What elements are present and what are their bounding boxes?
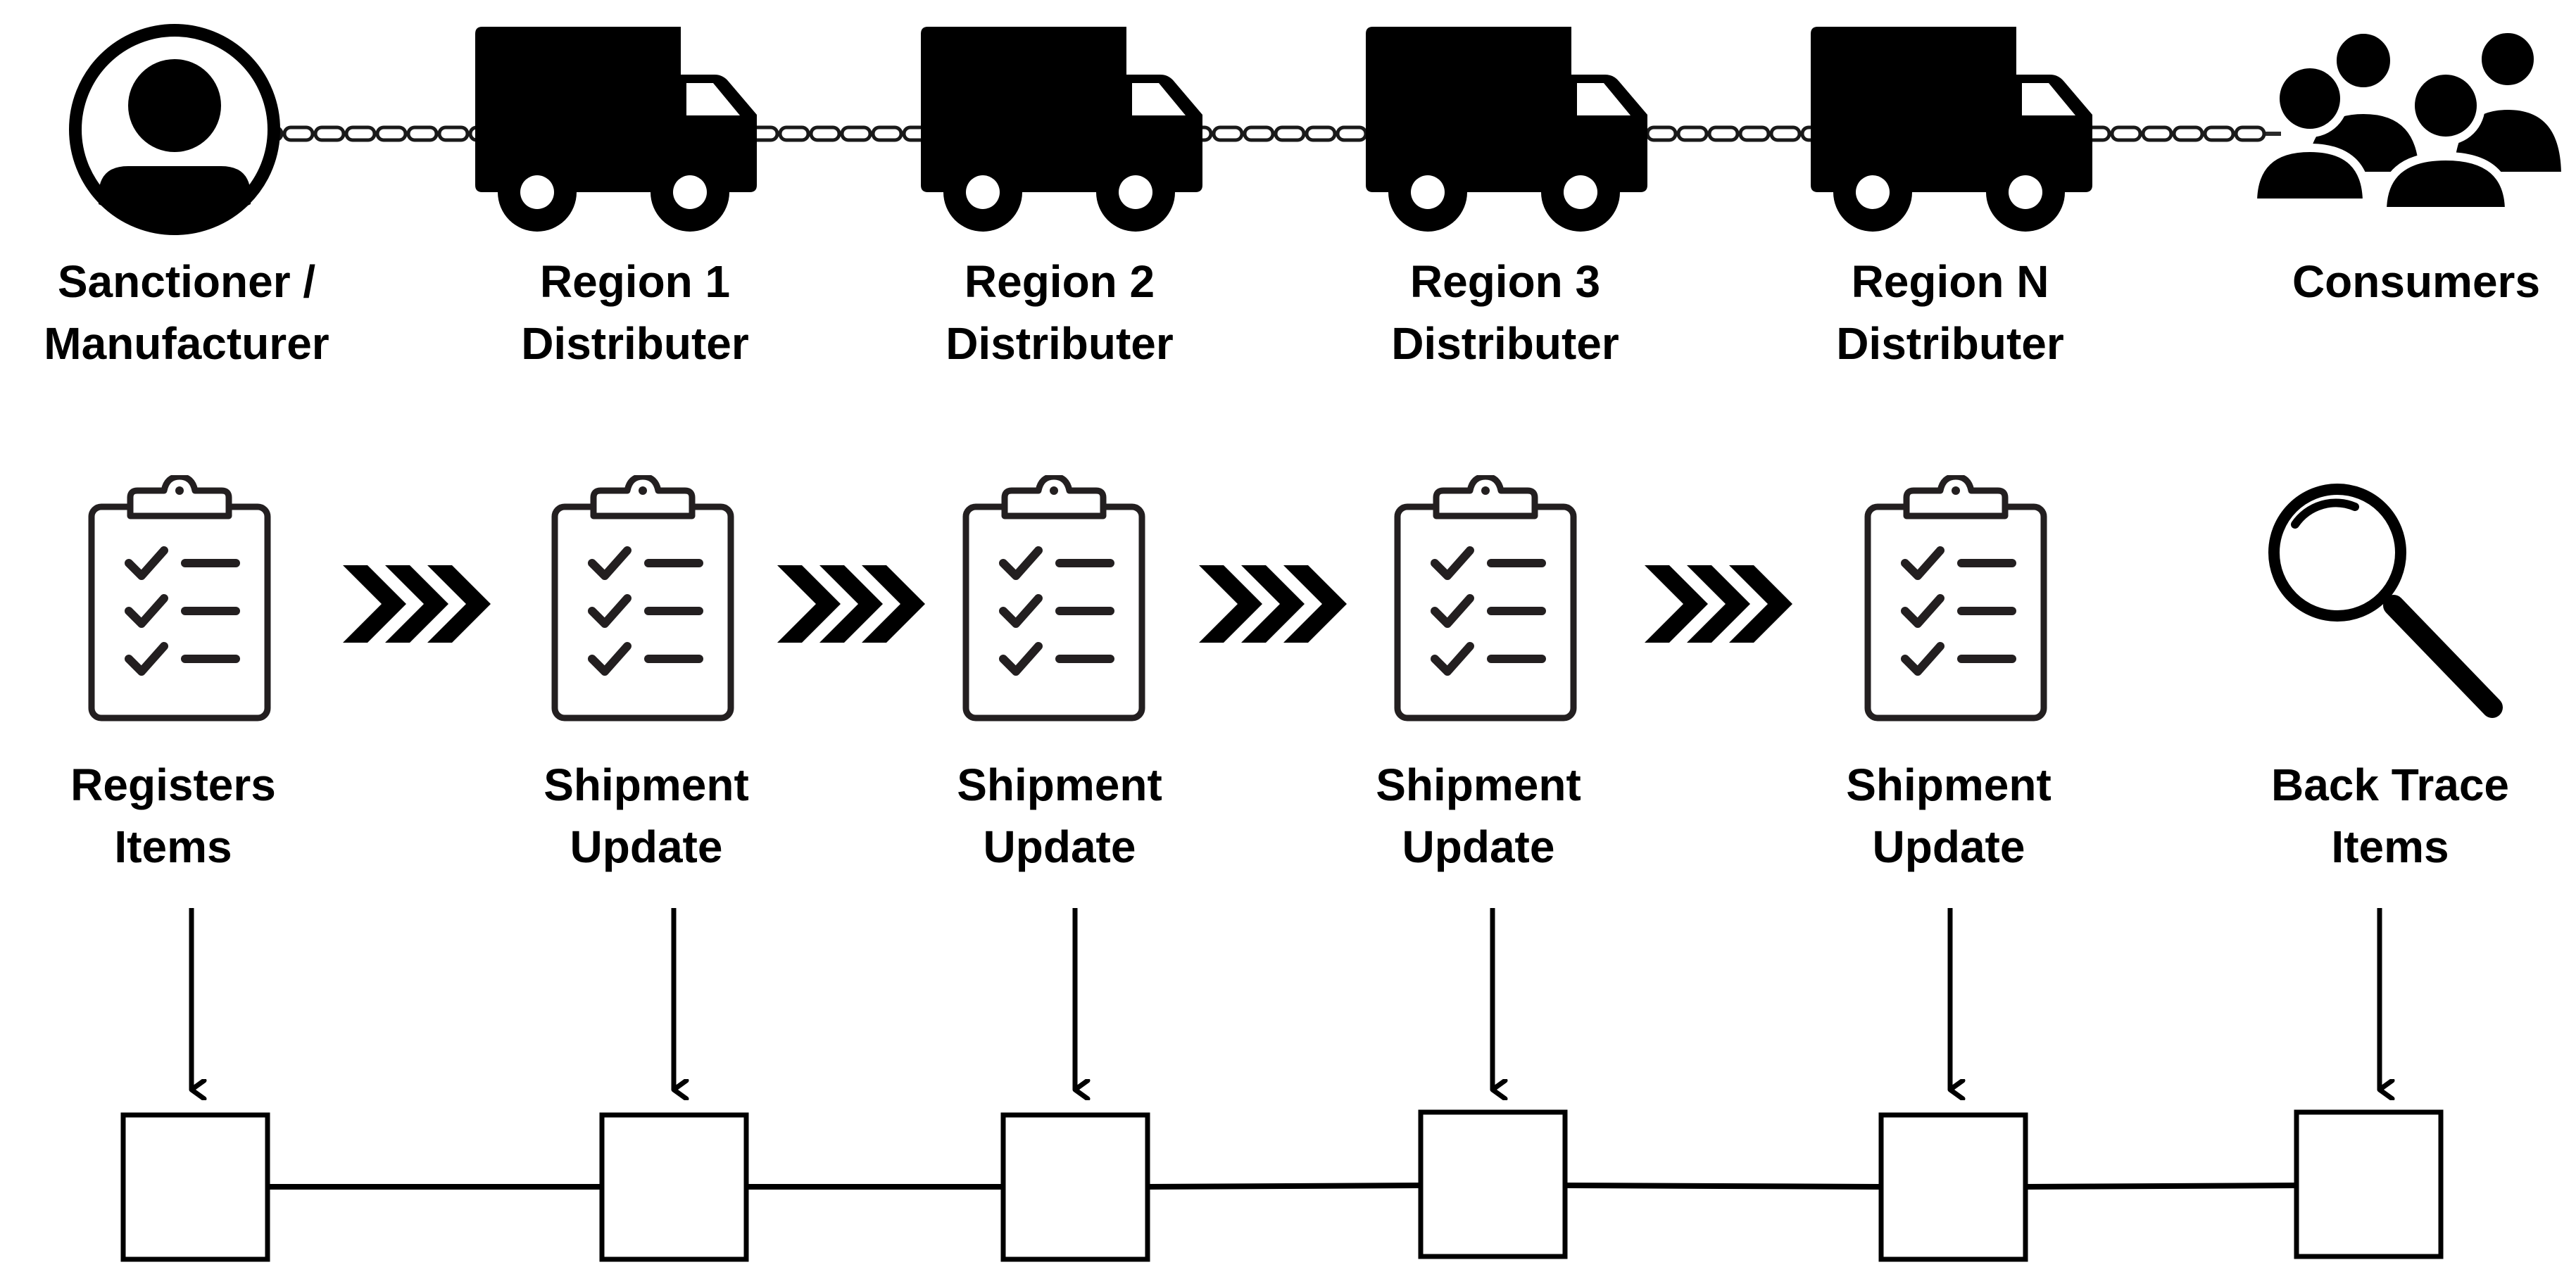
chain-link-segment xyxy=(1676,125,1709,142)
label-line: Shipment xyxy=(544,760,749,810)
label-line: Distributer xyxy=(1836,318,2064,369)
label-line: Region 1 xyxy=(539,256,731,307)
chain-link-segment xyxy=(1707,125,1740,142)
label-line: Items xyxy=(2331,821,2449,872)
label-line: Shipment xyxy=(957,760,1162,810)
block-box-icon xyxy=(1000,1112,1150,1262)
label-line: Distributer xyxy=(1391,318,1619,369)
participant-label-regionN: Region N Distributer xyxy=(1836,251,2064,374)
action-label-ship3: Shipment Update xyxy=(1376,754,1581,878)
block-box-icon xyxy=(120,1112,270,1262)
label-line: Distributer xyxy=(945,318,1174,369)
chain-link-segment xyxy=(1645,125,1678,142)
participant-label-region1: Region 1 Distributer xyxy=(521,251,749,374)
block-connector-line xyxy=(268,1183,2297,1190)
chain-link-segment xyxy=(1243,125,1275,142)
chain-link-segment xyxy=(437,125,470,142)
chain-link-segment xyxy=(871,125,903,142)
chain-link-segment xyxy=(2172,125,2204,142)
person-icon xyxy=(69,24,280,235)
participant-label-sanctioner: Sanctioner / Manufacturer xyxy=(44,251,329,374)
label-line: Region 3 xyxy=(1409,256,1601,307)
action-label-trace: Back Trace Items xyxy=(2271,754,2509,878)
chain-link-segment xyxy=(1769,125,1802,142)
chain-link-segment xyxy=(313,125,346,142)
label-line: Update xyxy=(570,821,723,872)
chain-link-segment xyxy=(809,125,841,142)
action-label-ship2: Shipment Update xyxy=(957,754,1162,878)
chain-link-segment xyxy=(778,125,810,142)
participant-label-consumers: Consumers xyxy=(2292,251,2540,313)
action-label-register: Registers Items xyxy=(70,754,276,878)
action-label-shipN: Shipment Update xyxy=(1846,754,2052,878)
participant-label-region3: Region 3 Distributer xyxy=(1391,251,1619,374)
label-line: Back Trace xyxy=(2270,760,2510,810)
chain-link-segment xyxy=(2110,125,2142,142)
label-line: Update xyxy=(983,821,1136,872)
label-line: Registers xyxy=(70,760,276,810)
chain-link-segment xyxy=(344,125,377,142)
chain-link-segment xyxy=(1274,125,1306,142)
chain-link-segment xyxy=(375,125,408,142)
label-line: Shipment xyxy=(1846,760,2052,810)
label-line: Region 2 xyxy=(964,256,1155,307)
action-label-ship1: Shipment Update xyxy=(544,754,749,878)
people-icon xyxy=(2248,25,2570,215)
label-line: Distributer xyxy=(521,318,749,369)
chain-link-segment xyxy=(406,125,439,142)
label-line: Shipment xyxy=(1376,760,1581,810)
label-line: Region N xyxy=(1851,256,2049,307)
block-box-icon xyxy=(599,1112,749,1262)
label-line: Sanctioner / xyxy=(57,256,316,307)
magnifier-icon xyxy=(2268,484,2503,718)
label-line: Manufacturer xyxy=(44,318,329,369)
label-line: Consumers xyxy=(2292,256,2541,307)
label-line: Update xyxy=(1872,821,2025,872)
block-box-icon xyxy=(2294,1109,2444,1259)
chain-link-segment xyxy=(1305,125,1337,142)
label-line: Items xyxy=(114,821,232,872)
chain-link-segment xyxy=(2203,125,2235,142)
chain-link-segment xyxy=(840,125,872,142)
chain-link-segment xyxy=(2141,125,2173,142)
chain-link-segment xyxy=(1738,125,1771,142)
participant-label-region2: Region 2 Distributer xyxy=(945,251,1174,374)
chain-link-segment xyxy=(2234,125,2266,142)
label-line: Update xyxy=(1402,821,1555,872)
chain-link-segment xyxy=(282,125,315,142)
chain-link-segment xyxy=(1212,125,1244,142)
block-box-icon xyxy=(1878,1112,2028,1262)
block-box-icon xyxy=(1418,1109,1568,1259)
